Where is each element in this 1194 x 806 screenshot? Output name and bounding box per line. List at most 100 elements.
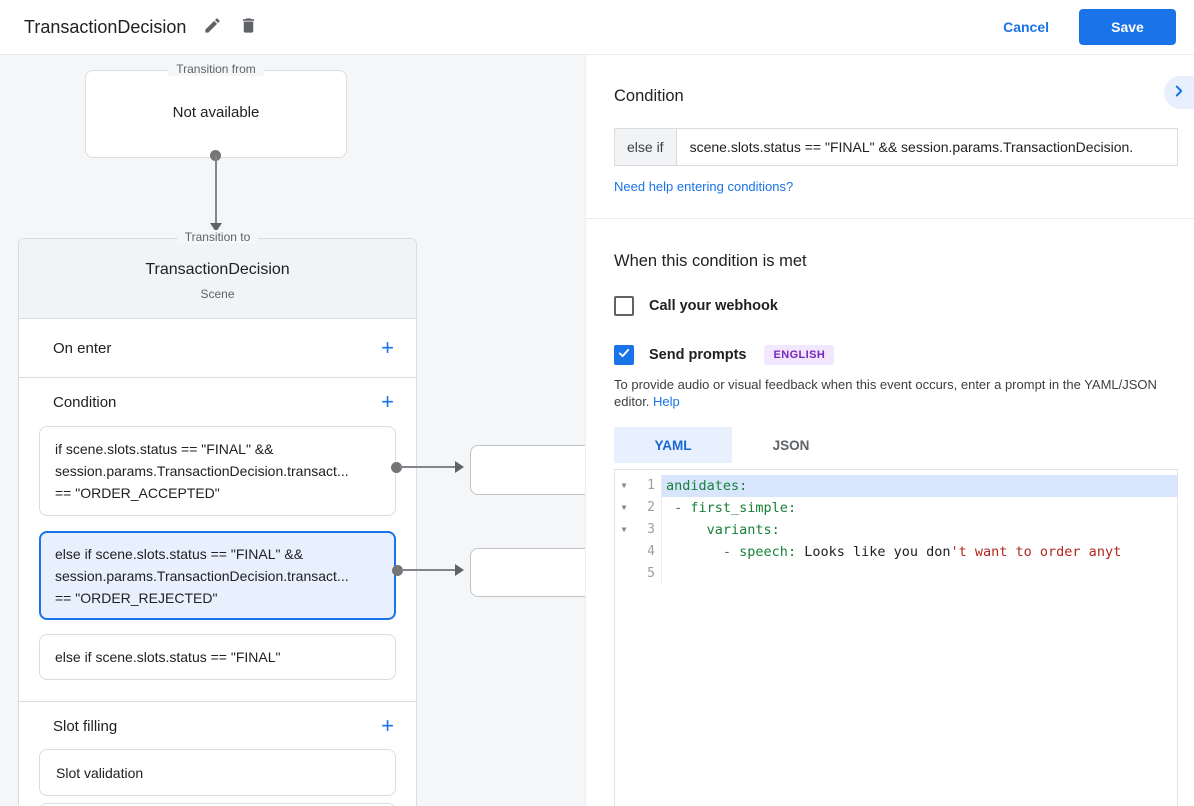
scene-type-label: Scene	[200, 287, 235, 301]
panel-divider	[586, 218, 1194, 219]
code-line: ▼ 2 - first_simple:	[615, 497, 1177, 519]
condition-section-label: Condition	[53, 393, 117, 411]
editor-tabs: YAML JSON	[614, 427, 850, 463]
line-number: 3	[647, 522, 655, 537]
code-token: -	[722, 544, 740, 560]
fold-spacer	[615, 563, 633, 585]
cancel-button[interactable]: Cancel	[1003, 19, 1049, 35]
destination-scene-box[interactable]	[470, 548, 585, 597]
send-prompts-row: Send prompts ENGLISH	[614, 345, 835, 365]
panel-heading: Condition	[614, 87, 684, 105]
connector-line	[215, 156, 217, 223]
section-divider	[19, 701, 416, 702]
condition-detail-panel: Condition else if Need help entering con…	[585, 55, 1194, 806]
code-token: andidates:	[666, 478, 748, 494]
code-token: variants:	[706, 522, 780, 538]
slot-validation-label: Slot validation	[56, 764, 144, 781]
slot-filling-label: Slot filling	[53, 717, 118, 735]
condition-card-rejected-selected[interactable]: else if scene.slots.status == "FINAL" &&…	[39, 531, 396, 620]
code-line: ▼ 1 andidates:	[615, 475, 1177, 497]
condition-help-link[interactable]: Need help entering conditions?	[614, 179, 794, 194]
pencil-icon	[203, 16, 222, 38]
fold-arrow-icon[interactable]: ▼	[621, 503, 627, 512]
tab-yaml[interactable]: YAML	[614, 427, 732, 463]
edit-scene-button[interactable]	[194, 9, 230, 45]
editor-gutter: 5	[615, 563, 662, 585]
send-prompts-label: Send prompts	[649, 347, 747, 363]
tab-json[interactable]: JSON	[732, 427, 850, 463]
when-met-heading: When this condition is met	[614, 252, 807, 270]
destination-scene-box[interactable]	[470, 445, 585, 495]
line-number: 4	[647, 544, 655, 559]
connector-line	[400, 466, 455, 468]
line-number: 1	[647, 478, 655, 493]
webhook-row: Call your webhook	[614, 296, 778, 316]
editor-hint-text: To provide audio or visual feedback when…	[614, 377, 1157, 409]
add-on-enter-button[interactable]: +	[381, 335, 394, 360]
condition-text-line: == "ORDER_ACCEPTED"	[55, 485, 220, 501]
add-slot-button[interactable]: +	[381, 713, 394, 738]
collapse-panel-button[interactable]	[1164, 76, 1194, 109]
condition-text-line: == "ORDER_REJECTED"	[55, 590, 218, 606]
page-title: TransactionDecision	[24, 16, 187, 37]
transition-from-content: Not available	[172, 104, 260, 121]
transition-from-legend: Transition from	[168, 62, 264, 76]
editor-gutter: ▼ 2	[615, 497, 662, 519]
chevron-right-icon	[1170, 82, 1188, 103]
code-token	[666, 544, 723, 560]
connector-dot	[210, 150, 221, 161]
code-line: ▼ 3 variants:	[615, 519, 1177, 541]
scene-name: TransactionDecision	[145, 261, 290, 278]
transition-from-box: Transition from Not available	[85, 62, 347, 158]
code-token: speech:	[739, 544, 797, 560]
fold-arrow-icon[interactable]: ▼	[621, 481, 627, 490]
arrow-right-icon	[455, 564, 464, 576]
send-prompts-checkbox[interactable]	[614, 345, 634, 365]
code-line: 5	[615, 563, 1177, 585]
help-link[interactable]: Help	[653, 394, 680, 409]
condition-text-line: if scene.slots.status == "FINAL" &&	[55, 441, 274, 457]
code-token: Looks like you don	[796, 544, 951, 560]
editor-gutter: ▼ 3	[615, 519, 662, 541]
editor-hint: To provide audio or visual feedback when…	[614, 376, 1170, 410]
top-bar: TransactionDecision Cancel Save	[0, 0, 1194, 55]
condition-text-line: else if scene.slots.status == "FINAL"	[55, 649, 281, 665]
condition-card-accepted[interactable]: if scene.slots.status == "FINAL" && sess…	[39, 426, 396, 516]
add-condition-button[interactable]: +	[381, 389, 394, 414]
delete-scene-button[interactable]	[230, 9, 266, 45]
editor-gutter: ▼ 1	[615, 475, 662, 497]
webhook-label: Call your webhook	[649, 298, 778, 314]
connector-line	[401, 569, 455, 571]
arrow-down-icon	[210, 223, 222, 232]
trash-icon	[239, 16, 258, 38]
editor-gutter: 4	[615, 541, 662, 563]
else-if-label: else if	[614, 128, 676, 166]
connector-dot	[392, 565, 403, 576]
checkmark-icon	[617, 346, 631, 365]
slot-filling-section-header: Slot filling +	[19, 703, 416, 749]
scene-card-header: TransactionDecision Scene	[19, 239, 416, 319]
condition-text-line: else if scene.slots.status == "FINAL" &&	[55, 546, 304, 562]
code-token: -	[674, 500, 691, 516]
transition-to-card: Transition to TransactionDecision Scene …	[18, 230, 417, 806]
scene-diagram-canvas: Transition from Not available Transition…	[0, 55, 585, 806]
condition-expression-input[interactable]	[675, 128, 1178, 166]
save-button[interactable]: Save	[1079, 9, 1176, 45]
connector-dot	[391, 462, 402, 473]
code-token	[666, 522, 707, 538]
on-enter-label: On enter	[53, 339, 112, 357]
line-number: 2	[647, 500, 655, 515]
webhook-checkbox[interactable]	[614, 296, 634, 316]
fold-arrow-icon[interactable]: ▼	[621, 525, 627, 534]
slot-validation-card[interactable]: Slot validation	[39, 749, 396, 796]
yaml-code-editor[interactable]: ▼ 1 andidates: ▼ 2 - first_simple: ▼ 3 v…	[614, 469, 1178, 806]
condition-card-final[interactable]: else if scene.slots.status == "FINAL"	[39, 634, 396, 680]
code-token: first_simple:	[690, 500, 797, 516]
fold-spacer	[615, 541, 633, 563]
transition-to-legend: Transition to	[176, 230, 259, 244]
on-enter-section-header: On enter +	[19, 319, 416, 378]
code-token: 't want to order anyt	[950, 544, 1122, 560]
condition-section-header: Condition +	[19, 378, 416, 426]
condition-expression-row: else if	[614, 128, 1178, 166]
language-badge: ENGLISH	[764, 345, 835, 365]
